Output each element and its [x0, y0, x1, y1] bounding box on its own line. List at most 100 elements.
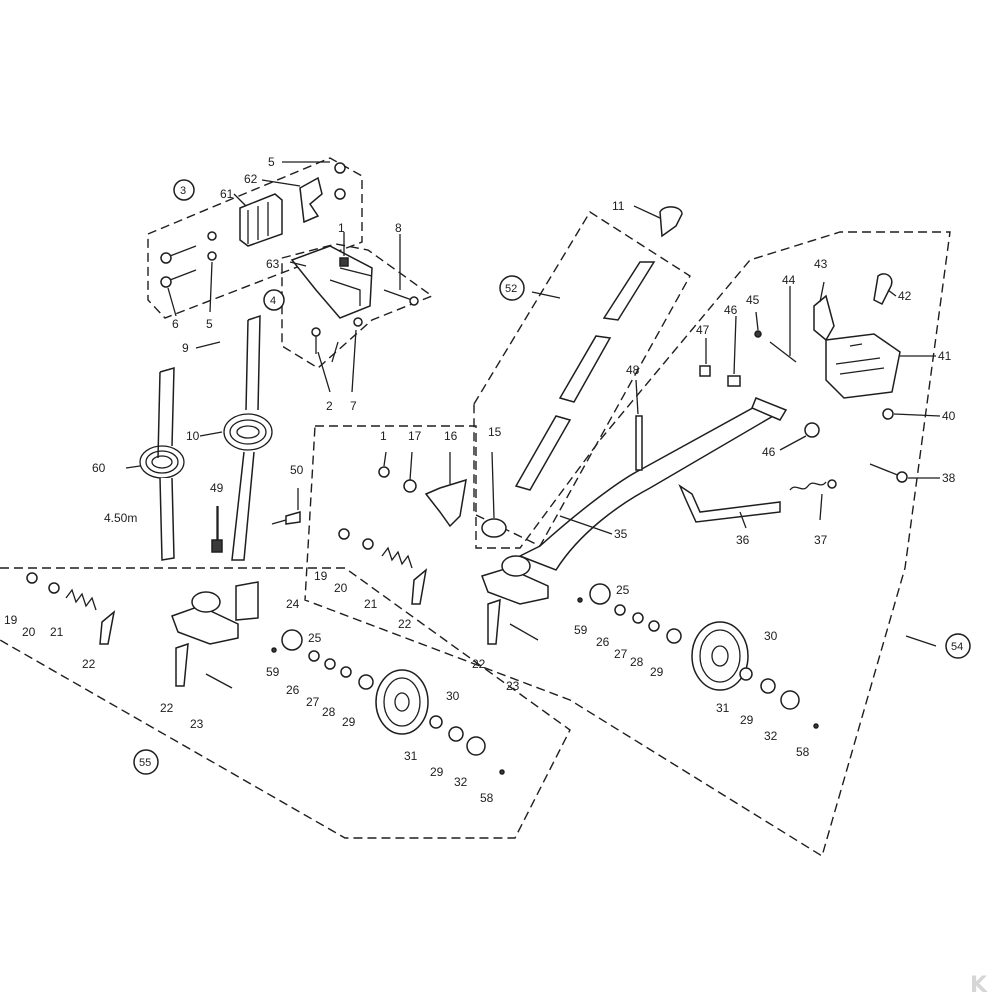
- bracket-assembly-4: [290, 245, 419, 363]
- pin-59-right: [577, 597, 583, 603]
- label-21-left: 21: [50, 625, 64, 639]
- bracket-24-left: [235, 581, 259, 621]
- nut-1-upper: [339, 257, 349, 267]
- label-42: 42: [898, 289, 912, 303]
- bolt-8-head: [409, 296, 419, 306]
- label-43: 43: [814, 257, 828, 271]
- label-41: 41: [938, 349, 952, 363]
- screw-58-left: [499, 769, 505, 775]
- label-23-left: 23: [190, 717, 204, 731]
- label-63: 63: [266, 257, 280, 271]
- washer-20-left: [48, 582, 60, 594]
- label-5-top: 5: [268, 155, 275, 169]
- boundary-group-3: [147, 157, 363, 319]
- nut-19-left: [26, 572, 38, 584]
- label-45: 45: [746, 293, 760, 307]
- sleeve-29-right-b: [760, 678, 776, 694]
- plate-62: [299, 176, 323, 224]
- label-5-low: 5: [206, 317, 213, 331]
- boundary-group-54: [304, 231, 951, 858]
- pin-59-left: [271, 647, 277, 653]
- label-59-left: 59: [266, 665, 280, 679]
- hub-25-left: [281, 629, 303, 651]
- callout-55-ring: [133, 749, 159, 775]
- label-28-right: 28: [630, 655, 644, 669]
- measurement-label: 4.50m: [104, 511, 137, 525]
- callout-55: 55: [139, 757, 151, 769]
- coil-tines: [139, 314, 301, 561]
- label-17: 17: [408, 429, 422, 443]
- label-22-right-b: 22: [472, 657, 486, 671]
- nut-5-left: [207, 231, 217, 241]
- bolt-head-6b: [160, 276, 172, 288]
- label-31-right: 31: [716, 701, 730, 715]
- callout-52-ring: [499, 275, 525, 301]
- bushing-46-upper: [727, 375, 741, 387]
- housing-cap-right: [501, 555, 531, 577]
- clip-22-right-lower: [487, 598, 501, 645]
- label-40: 40: [942, 409, 956, 423]
- label-20-right: 20: [334, 581, 348, 595]
- clip-22-left-upper: [99, 610, 116, 645]
- callout-52: 52: [505, 283, 517, 295]
- label-59-right: 59: [574, 623, 588, 637]
- main-frame: [518, 273, 908, 571]
- washer-7: [353, 317, 363, 327]
- housing-cap-left: [191, 591, 221, 613]
- frame-head: [751, 397, 788, 421]
- leader-lines: [125, 161, 941, 647]
- label-27-right: 27: [614, 647, 628, 661]
- spring-37: [789, 481, 827, 491]
- rod-48: [635, 415, 643, 471]
- screw-58-right: [813, 723, 819, 729]
- logo-watermark: K: [970, 973, 988, 998]
- label-30-right: 30: [764, 629, 778, 643]
- washer-17: [403, 479, 417, 493]
- boundary-group-55: [0, 567, 571, 839]
- part-labels: 5 62 61 1 8 63 6 5 9 2 7 10 60 4.50m 49 …: [4, 155, 956, 805]
- handle-grip-11: [659, 206, 683, 238]
- label-26-right: 26: [596, 635, 610, 649]
- label-46-top: 46: [724, 303, 738, 317]
- callout-4: 4: [270, 295, 276, 307]
- bushing-27-right: [632, 612, 644, 624]
- spring-21-right: [381, 546, 413, 569]
- sleeve-29-left: [358, 674, 374, 690]
- wheel-assembly-left: [26, 572, 505, 775]
- label-21-right: 21: [364, 597, 378, 611]
- label-29-left: 29: [342, 715, 356, 729]
- label-62: 62: [244, 172, 258, 186]
- label-22-right-a: 22: [398, 617, 412, 631]
- handle-tube-upper: [602, 261, 656, 321]
- callout-4-ring: [263, 289, 285, 311]
- nut-5-mid: [334, 188, 346, 200]
- pin-45: [754, 330, 762, 338]
- label-50: 50: [290, 463, 304, 477]
- label-37: 37: [814, 533, 828, 547]
- label-61: 61: [220, 187, 234, 201]
- label-8: 8: [395, 221, 402, 235]
- label-29-right: 29: [650, 665, 664, 679]
- label-49: 49: [210, 481, 224, 495]
- label-44: 44: [782, 273, 796, 287]
- label-16: 16: [444, 429, 458, 443]
- bushing-28-right: [648, 620, 660, 632]
- tine-60-lower: [159, 477, 175, 561]
- sleeve-29-left-b: [448, 726, 464, 742]
- label-35: 35: [614, 527, 628, 541]
- bolt-38: [896, 471, 908, 483]
- bolt-2-head: [311, 327, 321, 337]
- bracket-41: [825, 333, 901, 399]
- label-23-right: 23: [506, 679, 520, 693]
- label-30-left: 30: [446, 689, 460, 703]
- boundary-group-4: [281, 243, 434, 369]
- bushing-26-right: [614, 604, 626, 616]
- label-11: 11: [612, 199, 625, 213]
- callout-3: 3: [180, 185, 186, 197]
- handle-tube-mid: [558, 335, 612, 403]
- spring-37-hook: [827, 479, 837, 489]
- label-38: 38: [942, 471, 956, 485]
- label-25-left: 25: [308, 631, 322, 645]
- lever-36: [678, 483, 781, 523]
